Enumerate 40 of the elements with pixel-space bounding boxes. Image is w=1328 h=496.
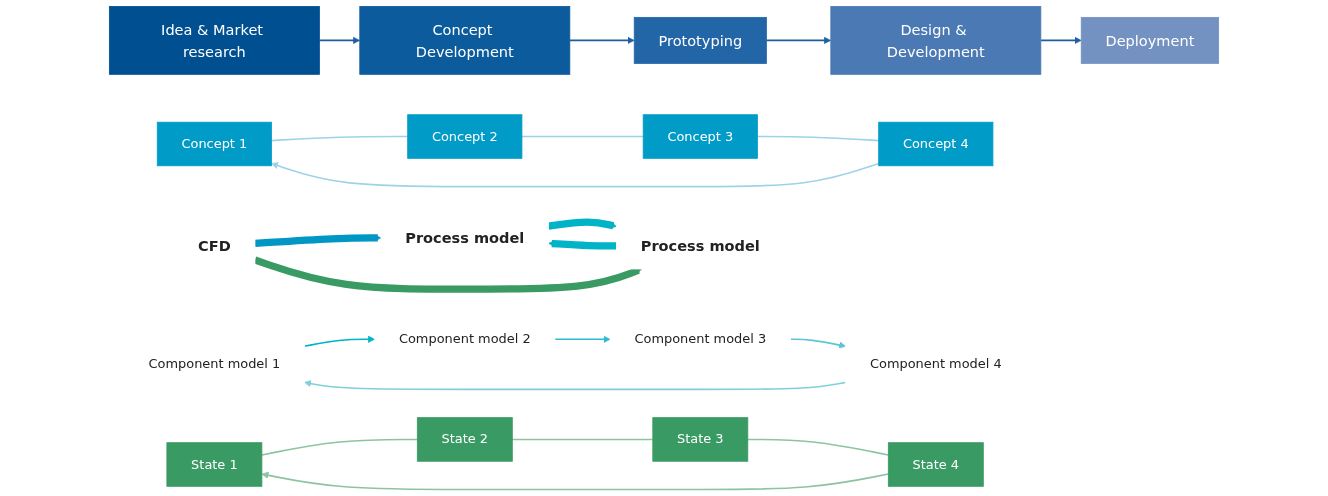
node-text: Process model [405, 229, 525, 247]
connector [756, 135, 880, 142]
arrow [254, 234, 382, 247]
node-box: State 2 [416, 417, 513, 462]
node-text: Component model 3 [634, 331, 767, 347]
arrow [548, 218, 617, 230]
arrow [569, 36, 635, 44]
arrow [548, 239, 617, 250]
node-box: Concept Development [359, 6, 571, 75]
node-text: Component model 2 [398, 331, 531, 347]
arrow [789, 338, 847, 349]
connector [521, 135, 644, 138]
node-text: Component model 1 [148, 356, 281, 372]
arrow [261, 471, 890, 491]
node-box: Design & Development [830, 6, 1042, 75]
arrow [304, 380, 847, 391]
node-box: State 1 [166, 442, 263, 487]
arrow [318, 36, 361, 44]
node-text: CFD [198, 237, 231, 255]
node-box: Concept 2 [407, 114, 523, 159]
node-box: Concept 4 [878, 121, 994, 167]
node-text: Component model 4 [869, 356, 1002, 372]
node-box: Concept 3 [642, 114, 758, 159]
arrow [253, 256, 642, 293]
arrow [1040, 36, 1082, 44]
arrow [554, 335, 611, 343]
node-text: Process model [640, 237, 760, 255]
connector [511, 438, 654, 441]
node-box: Prototyping [633, 16, 767, 64]
arrow [271, 162, 880, 188]
connector [747, 438, 890, 456]
node-box: Idea & Market research [108, 6, 320, 75]
connector [261, 438, 419, 456]
node-box: State 4 [887, 442, 984, 487]
arrow [303, 335, 376, 348]
arrow [765, 36, 832, 44]
node-box: Deployment [1080, 16, 1220, 64]
node-box: State 3 [652, 417, 749, 462]
node-box: Concept 1 [156, 121, 272, 167]
connector [270, 135, 409, 142]
